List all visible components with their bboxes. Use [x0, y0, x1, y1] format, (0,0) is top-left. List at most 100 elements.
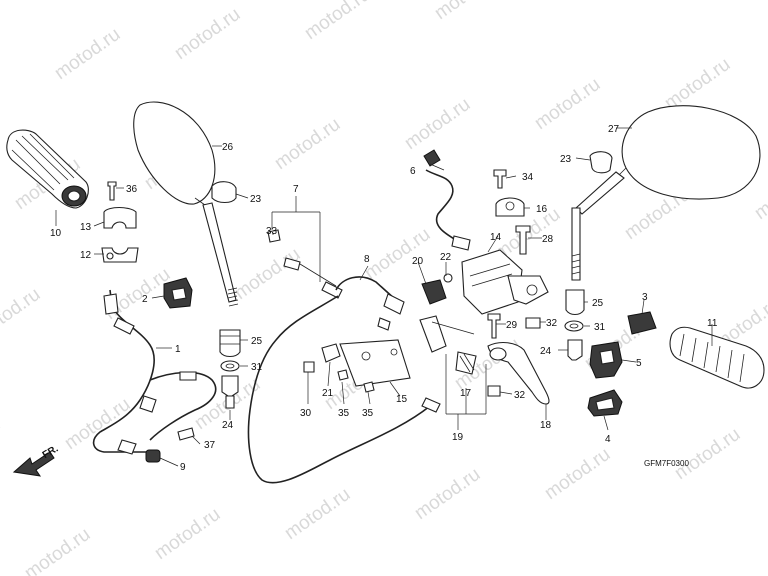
callout-32-upper: 32: [546, 318, 558, 329]
screw-36: [107, 181, 117, 201]
watermark-text: motod.ru: [431, 0, 504, 24]
callout-35-left: 35: [338, 408, 350, 419]
leader-lines: [55, 127, 713, 467]
throttle-cable: [92, 289, 217, 463]
bolt-28: [515, 225, 531, 255]
watermark-text: motod.ru: [401, 94, 474, 154]
clamp-lower: [101, 247, 139, 263]
callout-23-right: 23: [560, 154, 572, 165]
callout-8: 8: [364, 254, 370, 265]
stop-switch-wire: [423, 149, 471, 251]
callout-31-left: 31: [251, 362, 263, 373]
callout-7: 7: [293, 184, 299, 195]
callout-20: 20: [412, 256, 424, 267]
callout-26: 26: [222, 142, 234, 153]
callout-33: 33: [266, 226, 278, 237]
callout-29: 29: [506, 320, 518, 331]
watermark-text: motod.ru: [271, 114, 344, 174]
switch-4: [587, 389, 623, 417]
callout-21: 21: [322, 388, 334, 399]
callout-35-right: 35: [362, 408, 374, 419]
watermark-text: motod.ru: [671, 424, 744, 484]
switch-3: [627, 311, 657, 335]
callout-11: 11: [707, 318, 718, 329]
mirror-nut-stack-right: [564, 289, 585, 361]
callout-24-right: 24: [540, 346, 552, 357]
watermark-text: motod.ru: [411, 464, 484, 524]
callout-9: 9: [180, 462, 186, 473]
nut-32-lower: [487, 385, 501, 397]
callout-13: 13: [80, 222, 92, 233]
watermark-text: motod.ru: [0, 414, 4, 474]
brake-lever-bracket: [419, 315, 477, 375]
watermark-text: motod.ru: [101, 264, 174, 324]
nut-32-upper: [525, 317, 541, 329]
watermark-text: motod.ru: [661, 54, 734, 114]
switch-2: [163, 277, 193, 309]
clamp-upper: [103, 206, 137, 229]
callout-22: 22: [440, 252, 452, 263]
callout-15: 15: [396, 394, 408, 405]
direction-label: FR.: [41, 443, 61, 461]
watermark-text: motod.ru: [281, 484, 354, 544]
callout-34: 34: [522, 172, 534, 183]
callout-37: 37: [204, 440, 216, 451]
switch-20-22: [421, 273, 453, 305]
callout-31-right: 31: [594, 322, 606, 333]
watermark-text: motod.ru: [541, 444, 614, 504]
callout-16: 16: [536, 204, 548, 215]
callout-4: 4: [605, 434, 611, 445]
callout-23-left: 23: [250, 194, 262, 205]
screws-35: [337, 369, 375, 393]
watermark-text: motod.ru: [51, 24, 124, 84]
right-grip: [669, 326, 765, 389]
callout-28: 28: [542, 234, 554, 245]
brake-lever: [487, 341, 550, 405]
watermark-text: motod.ru: [171, 4, 244, 64]
callout-30: 30: [300, 408, 312, 419]
callout-12: 12: [80, 250, 92, 261]
cover-plate: [339, 339, 411, 387]
mirror-cap-left: [211, 181, 237, 204]
master-cylinder: [461, 249, 549, 315]
callout-5: 5: [636, 358, 642, 369]
watermark-text: motod.ru: [0, 284, 44, 344]
bolt-29: [487, 313, 501, 339]
callout-6: 6: [410, 166, 416, 177]
callout-14: 14: [490, 232, 502, 243]
watermark-text: motod.ru: [151, 504, 224, 564]
callout-1: 1: [175, 344, 181, 355]
rear-brake-cable: [247, 276, 441, 484]
callout-10: 10: [50, 228, 62, 239]
watermark-text: motod.ru: [561, 0, 634, 4]
left-grip: [6, 129, 89, 209]
callout-19: 19: [452, 432, 464, 443]
callout-25-left: 25: [251, 336, 263, 347]
mirror-cap-right: [589, 151, 613, 174]
callout-3: 3: [642, 292, 648, 303]
right-mirror: [571, 105, 761, 281]
callout-32-lower: 32: [514, 390, 526, 401]
watermark-text: motod.ru: [531, 74, 604, 134]
callout-27: 27: [608, 124, 620, 135]
watermark-text: motod.ru: [361, 224, 434, 284]
diagram-code: GFM7F0300: [644, 459, 689, 468]
watermark-text: motod.ru: [231, 244, 304, 304]
holder-16: [495, 197, 525, 217]
callout-24-left: 24: [222, 420, 234, 431]
callout-36: 36: [126, 184, 138, 195]
watermark-text: motod.ru: [301, 0, 374, 44]
watermark-text: motod.ru: [21, 524, 94, 576]
callout-17: 17: [460, 388, 472, 399]
callout-25-right: 25: [592, 298, 604, 309]
front-direction-arrow: [12, 451, 55, 477]
screw-34: [493, 169, 507, 189]
mirror-nut-stack-left: [219, 329, 241, 409]
callout-2: 2: [142, 294, 148, 305]
screw-21-30: [303, 343, 341, 373]
callout-labels: 1 2 3 4 5 6 7 8 9 10 11 12 13 14 15 16 1…: [50, 124, 718, 473]
callout-18: 18: [540, 420, 552, 431]
left-mirror: [133, 101, 239, 307]
